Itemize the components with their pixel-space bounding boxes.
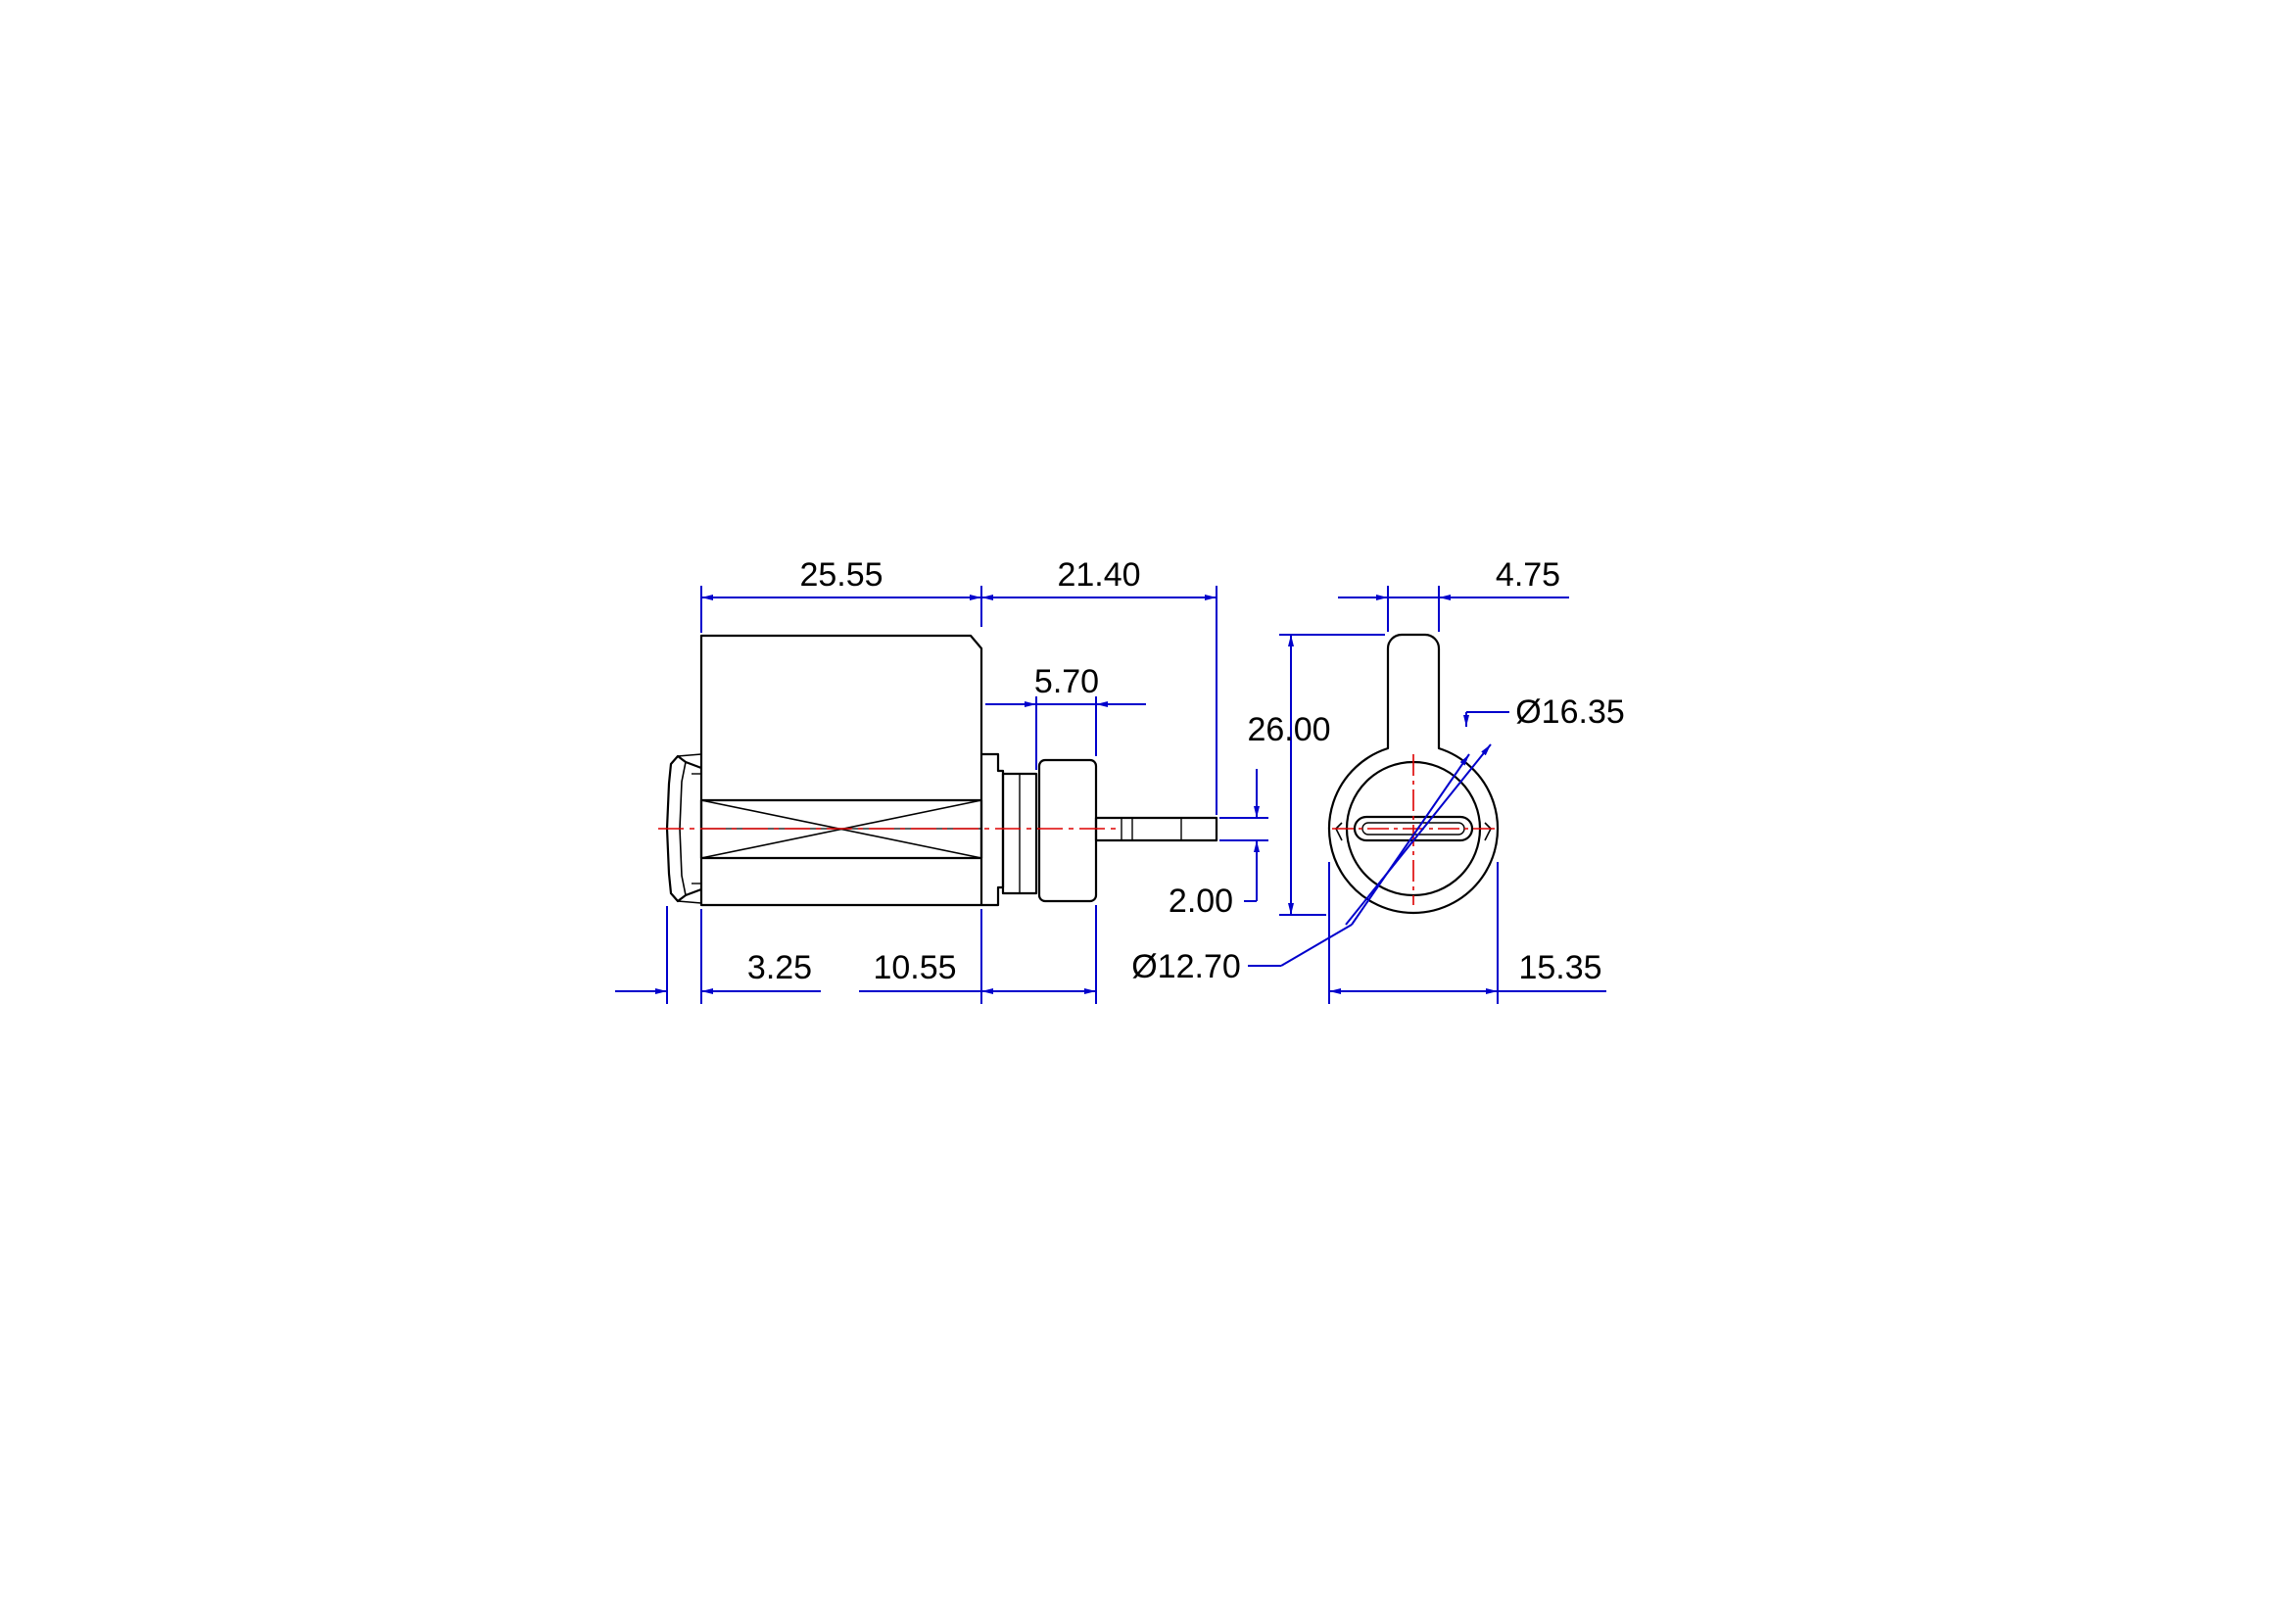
dim-overall-body: 25.55 [799,556,883,594]
dim-outer-diameter: Ø16.35 [1515,693,1625,731]
dim-shaft-thickness: 2.00 [1169,883,1233,920]
dim-tab-width: 4.75 [1496,556,1560,594]
side-view [665,634,1218,907]
dim-inner-diameter: Ø12.70 [1131,948,1241,985]
dim-flange: 3.25 [747,949,812,986]
side-view-dimensions [615,586,1268,1004]
dim-width: 15.35 [1518,949,1601,986]
rear-collar [981,752,1098,907]
dim-body-to-collar: 10.55 [873,949,956,986]
dim-collar: 5.70 [1034,663,1099,700]
collar-ring [1037,758,1098,903]
front-view-dimensions [1248,586,1606,1004]
dim-shaft-extension: 21.40 [1057,556,1140,594]
front-outline [1327,633,1500,915]
dim-height: 26.00 [1247,711,1330,748]
cylinder-body [699,634,983,907]
front-centerlines [1332,754,1499,905]
